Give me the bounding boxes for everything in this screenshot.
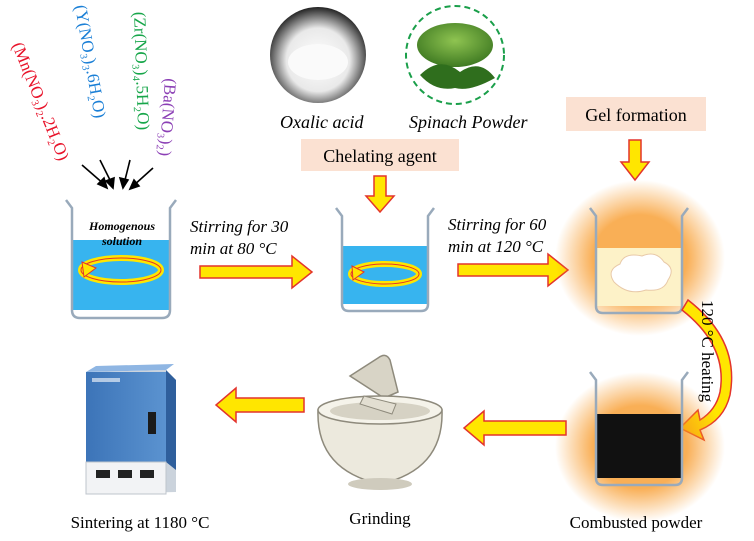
combusted-label: Combusted powder [570,513,703,532]
heating-label: 120 °C heating [698,300,717,403]
reagent-ba: (Ba(NO₃)₂) [156,78,180,157]
grinding-label: Grinding [349,509,411,528]
beaker1-label-2: solution [101,234,142,248]
chelating-agent-box [301,139,459,171]
arrow-left-1 [462,409,567,447]
chelating-agent-label: Chelating agent [323,146,436,166]
furnace-image [85,364,176,495]
beaker1-label-1: Homogenous [88,219,155,233]
stir2-line1: Stirring for 60 [448,215,547,234]
sintering-label: Sintering at 1180 °C [71,513,210,532]
stir1-line1: Stirring for 30 [190,217,289,236]
stir2-line2: min at 120 °C [448,237,544,256]
arrow-left-2 [214,386,305,424]
oxalic-acid-image [270,7,366,103]
spinach-powder-label: Spinach Powder [409,112,528,132]
oxalic-acid-label: Oxalic acid [280,112,364,132]
beaker-gel [555,180,725,336]
spinach-powder-image [405,5,505,105]
arrow-right-2 [457,252,570,288]
beaker-homogenous: Homogenous solution [65,199,177,320]
reagent-mn: (Mn(NO₃)₂.2H₂O) [8,39,73,163]
gel-formation-box [566,97,706,131]
arrow-right-1 [199,254,314,290]
reagent-labels: (Mn(NO₃)₂.2H₂O) (Y(NO₃)₃.6H₂O) (Zr(NO₃)₄… [8,3,180,163]
gel-formation-label: Gel formation [585,105,686,125]
arrow-down-gel [619,139,651,182]
reagent-y: (Y(NO₃)₃.6H₂O) [71,3,110,119]
mortar-pestle-image [317,354,443,490]
stir1-line2: min at 80 °C [190,239,277,258]
beaker-combusted [555,371,725,522]
reagent-arrows [81,159,154,191]
arrow-down-chelating [364,175,396,214]
beaker-chelation [335,207,435,313]
reagent-zr: (Zr(NO₃)₄.5H₂O) [130,11,153,130]
